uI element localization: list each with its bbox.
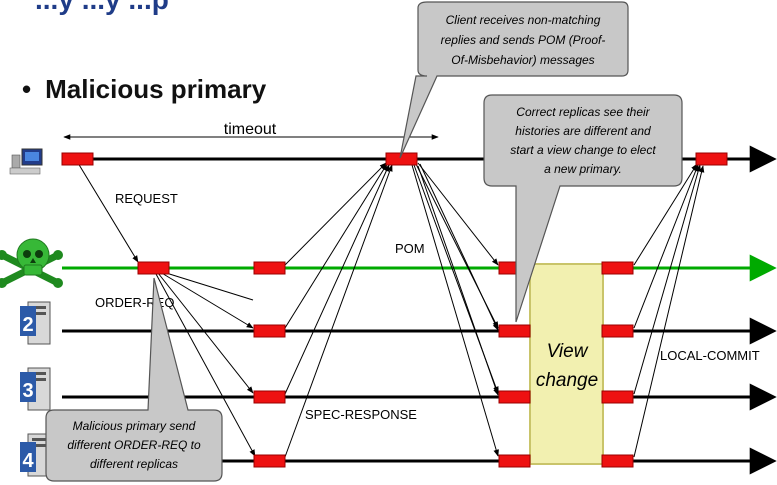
client-commit-box [695, 152, 728, 166]
replica-3-number: 3 [22, 380, 33, 402]
request-label: REQUEST [115, 191, 178, 206]
local-commit-arrow-p [633, 163, 698, 266]
message-arrows [77, 162, 705, 458]
primary-callout-line2: different ORDER-REQ to [67, 438, 201, 452]
replica-4-pom-box [498, 454, 531, 468]
replicas-callout-line4: a new primary. [544, 162, 622, 176]
pom-label: POM [395, 241, 425, 256]
bullet-heading: • Malicious primary [22, 74, 266, 105]
replica-3-pom-box [498, 390, 531, 404]
replicas-callout-line1: Correct replicas see their [516, 105, 650, 119]
client-request-box [61, 152, 94, 166]
replicas-callout-bubble [483, 94, 683, 323]
replica-3-commit-box [601, 390, 634, 404]
replica-2-number: 2 [22, 314, 33, 336]
primary-callout-line3: different replicas [90, 457, 178, 471]
order-req-arrow-r2 [159, 271, 254, 329]
replica-4-commit-box [601, 454, 634, 468]
replicas-callout-line2: histories are different and [515, 124, 651, 138]
local-commit-label: LOCAL-COMMIT [660, 348, 760, 363]
bullet-text: Malicious primary [45, 74, 267, 104]
replicas-callout-line3: start a view change to elect [510, 143, 656, 157]
pom-arrow-r4 [411, 164, 499, 457]
view-change-region [529, 263, 604, 465]
spec-response-arrow-p [284, 162, 387, 266]
replica-2-commit-box [601, 324, 634, 338]
order-req-arrow-r4 [155, 273, 256, 457]
client-callout: Client receives non-matching replies and… [399, 1, 629, 159]
replica-4-server-icon: 4 [20, 433, 51, 477]
local-commit-arrow-r2 [633, 164, 699, 329]
client-callout-line3: Of-Misbehavior) messages [451, 53, 594, 67]
primary-callout: Malicious primary send different ORDER-R… [45, 277, 223, 482]
client-callout-bubble [399, 1, 629, 159]
skull-crossbones-icon [0, 238, 63, 288]
replicas-callout: Correct replicas see their histories are… [483, 94, 683, 323]
timeout-label: timeout [224, 121, 277, 138]
spec-response-arrow-r4 [284, 164, 393, 458]
replica-4-spec-box [253, 454, 286, 468]
replica-4-number: 4 [22, 450, 34, 472]
spec-response-arrow-r2 [284, 163, 388, 329]
spec-response-arrow-r3 [284, 164, 390, 395]
primary-order-req-box [137, 261, 170, 275]
request-arrow [77, 162, 139, 263]
primary-spec-box [253, 261, 286, 275]
replica-3-server-icon: 3 [20, 367, 51, 411]
view-change-label-line2: change [536, 370, 598, 391]
local-commit-arrow-r4 [633, 165, 705, 458]
order-req-label: ORDER-REQ [95, 295, 174, 310]
primary-callout-bubble [45, 277, 223, 482]
pom-arrow-r3b [417, 165, 499, 396]
replica-3-spec-box [253, 390, 286, 404]
slide-title: ...y ...y ...p [35, 0, 169, 16]
client-computer-icon [9, 148, 43, 175]
primary-commit-box [601, 261, 634, 275]
replica-2-server-icon: 2 [20, 301, 51, 345]
client-callout-line2: replies and sends POM (Proof- [441, 33, 606, 47]
message-boxes [61, 152, 728, 468]
replica-2-spec-box [253, 324, 286, 338]
pom-arrow-p [417, 162, 499, 266]
replica-2-pom-box [498, 324, 531, 338]
primary-callout-line1: Malicious primary send [73, 419, 196, 433]
view-change-label-line1: View [547, 341, 589, 362]
pom-arrow-r2b [419, 163, 499, 331]
local-commit-arrow-r3 [633, 164, 701, 395]
order-req-arrow-extra [162, 271, 254, 301]
bullet-marker: • [22, 74, 32, 104]
order-req-arrow-r3 [157, 272, 254, 394]
spec-response-label: SPEC-RESPONSE [305, 407, 417, 422]
client-callout-line1: Client receives non-matching [446, 13, 601, 27]
